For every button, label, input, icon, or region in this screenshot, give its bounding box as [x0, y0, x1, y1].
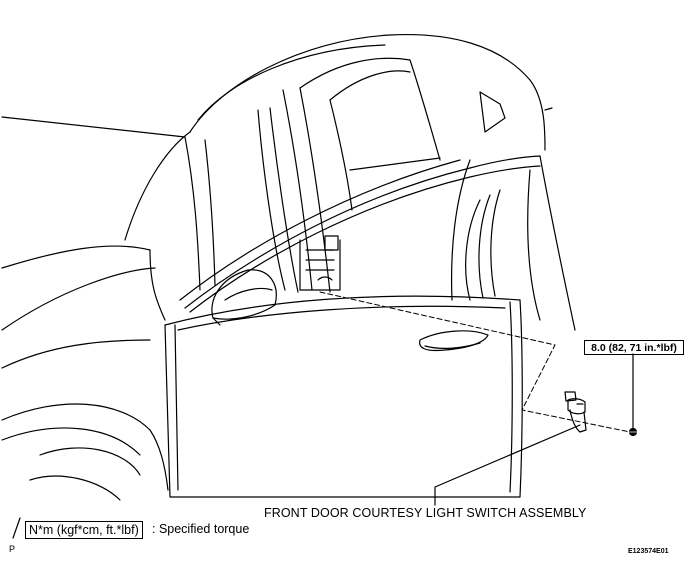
- figure-id: E123574E01: [628, 548, 669, 555]
- side-mirror: [211, 269, 277, 326]
- legend-slash-marker: [12, 517, 21, 539]
- bolt-part: [627, 427, 638, 437]
- reference-marker: P: [9, 544, 16, 554]
- front-body-lines: [1, 116, 191, 369]
- part-leader: [434, 424, 581, 506]
- front-door: [164, 295, 523, 498]
- rear-windows: [257, 57, 553, 293]
- part-name-label: FRONT DOOR COURTESY LIGHT SWITCH ASSEMBL…: [264, 506, 587, 520]
- torque-spec-label: 8.0 (82, 71 in.*lbf): [584, 340, 684, 355]
- rear-wheel: [450, 155, 576, 331]
- courtesy-switch-part: [564, 391, 587, 433]
- location-leader-dashed: [319, 291, 631, 433]
- roof-outline: [184, 33, 546, 291]
- legend-description: : Specified torque: [152, 522, 250, 536]
- legend-unit-box: N*m (kgf*cm, ft.*lbf): [25, 521, 143, 539]
- front-wheel: [1, 403, 169, 501]
- pillar-detail: [299, 235, 341, 291]
- window-trim: [179, 155, 541, 313]
